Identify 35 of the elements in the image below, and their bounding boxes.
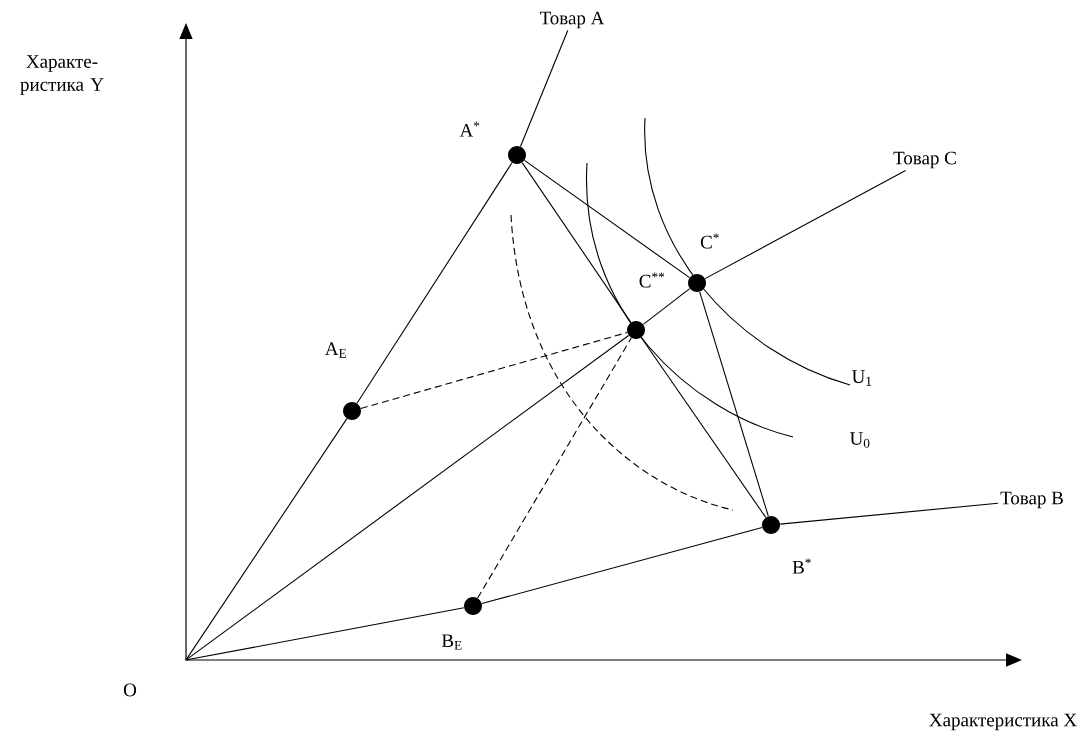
line	[186, 334, 630, 660]
line	[186, 418, 348, 660]
point-dot	[508, 146, 526, 164]
line	[523, 159, 691, 279]
point-label: B$_{E}$	[440, 633, 464, 651]
point-dot	[627, 321, 645, 339]
ray-label: Товар A	[539, 11, 605, 29]
point-label: A$_{E}$	[323, 341, 349, 359]
point-label: O	[122, 682, 138, 698]
line	[640, 337, 767, 518]
point-label: C$^{**}$	[637, 271, 667, 289]
axis-label: Характе- ристика Y	[20, 55, 104, 95]
line	[481, 526, 763, 605]
point-dot	[464, 597, 482, 615]
line	[519, 29, 569, 148]
line	[356, 162, 513, 404]
point-label: C$^{*}$	[699, 232, 721, 250]
curve-label: U$_{1}$	[851, 370, 872, 386]
point-dot	[762, 516, 780, 534]
line	[704, 169, 907, 280]
point-dot	[343, 402, 361, 420]
point-dot	[688, 274, 706, 292]
line	[699, 291, 769, 517]
line	[186, 607, 465, 661]
line	[779, 502, 999, 525]
dashed-line	[360, 331, 628, 410]
axis-label: Характеристика X	[929, 713, 1077, 731]
point-label: A$^{*}$	[458, 120, 482, 138]
line	[642, 288, 691, 325]
line	[521, 162, 632, 323]
curve-label: U$_{0}$	[849, 432, 870, 448]
dashed-line	[477, 337, 632, 599]
point-label: B$^{*}$	[791, 557, 813, 575]
ray-label: Товар B	[1000, 491, 1063, 509]
ray-label: Товар C	[893, 151, 956, 169]
